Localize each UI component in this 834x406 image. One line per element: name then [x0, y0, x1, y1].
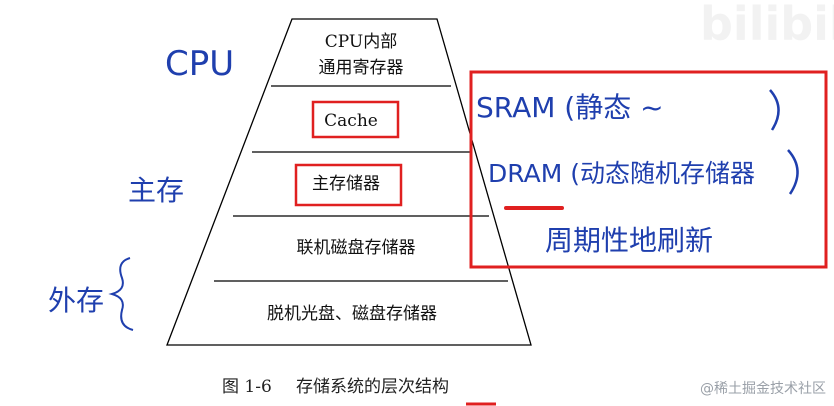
- dram-close-paren-mark: [787, 149, 799, 195]
- figure-caption: 存储系统的层次结构: [296, 377, 449, 397]
- level-online-disk: 联机磁盘存储器: [297, 238, 416, 258]
- annotation-dram: DRAM (动态随机存储器: [488, 159, 755, 188]
- level-main-memory: 主存储器: [312, 174, 380, 194]
- annotation-refresh: 周期性地刷新: [545, 224, 713, 257]
- cache-highlight-box: [311, 100, 400, 139]
- level-offline-storage: 脱机光盘、磁盘存储器: [267, 304, 437, 324]
- storage-pyramid: [166, 18, 532, 346]
- main-memory-highlight-box: [294, 163, 403, 207]
- external-brace-mark: [108, 257, 134, 331]
- annotation-main-memory: 主存: [128, 174, 184, 207]
- level-cpu-registers-line2: 通用寄存器: [319, 58, 404, 78]
- figure-number: 图 1-6: [222, 377, 272, 397]
- level-cache: Cache: [324, 111, 378, 131]
- pyramid-outline: [166, 18, 532, 346]
- annotation-sram: SRAM (静态 ~: [476, 91, 664, 124]
- annotation-highlight-box: [469, 70, 828, 269]
- annotation-external: 外存: [48, 284, 104, 317]
- sram-close-paren-mark: [769, 89, 780, 131]
- level-cpu-registers-line1: CPU内部: [325, 32, 397, 52]
- bilibili-watermark: bilibili: [700, 0, 834, 51]
- annotation-cpu: CPU: [165, 44, 234, 84]
- source-watermark: @稀土掘金技术社区: [700, 381, 826, 397]
